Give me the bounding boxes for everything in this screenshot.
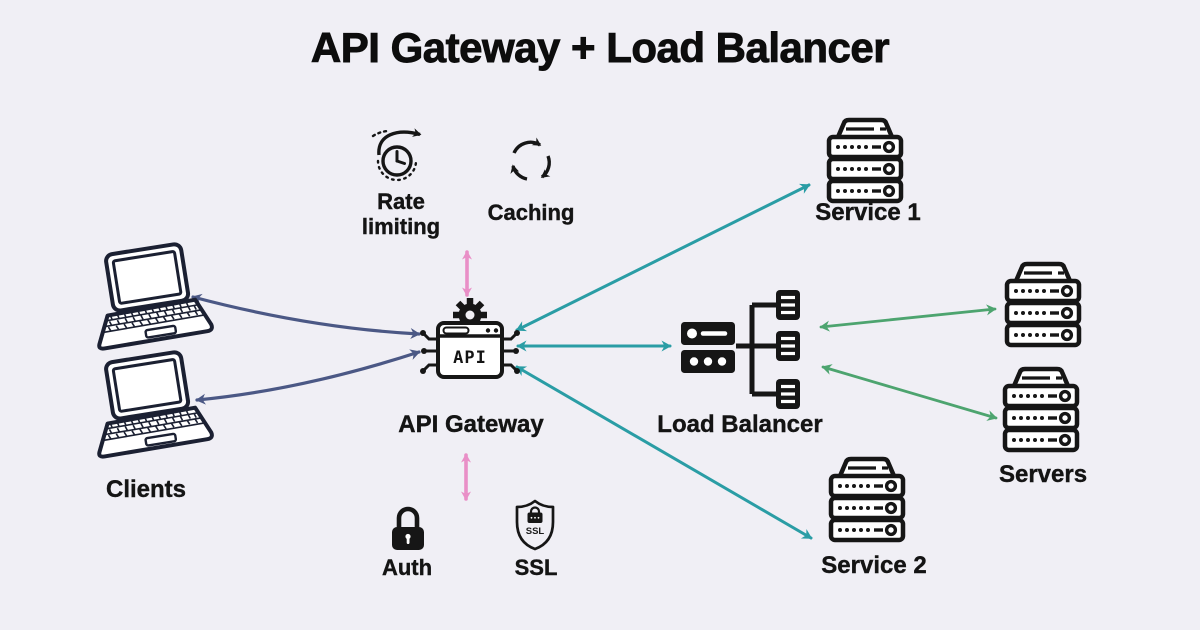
mini-server-icon bbox=[774, 329, 802, 363]
mini-server-icon bbox=[774, 377, 802, 411]
loadbalancer-server-arrows bbox=[819, 304, 998, 421]
gateway-feature-arrows bbox=[461, 250, 472, 501]
service1-label: Service 1 bbox=[815, 199, 921, 226]
diagram-title: API Gateway + Load Balancer bbox=[310, 24, 890, 72]
api-gateway-chip-icon: API bbox=[420, 298, 520, 379]
load-balancer-icon bbox=[681, 322, 735, 373]
arrow-gateway-service2 bbox=[515, 365, 813, 540]
api-chip-text: API bbox=[453, 348, 487, 368]
service2-label: Service 2 bbox=[821, 552, 927, 579]
gear-icon bbox=[453, 298, 487, 332]
laptop-icon bbox=[83, 238, 215, 352]
load-balancer-label: Load Balancer bbox=[657, 411, 823, 438]
ssl-badge-text: SSL bbox=[526, 526, 545, 537]
arrow-lb-servers-top bbox=[819, 304, 997, 332]
ssl-shield-icon: SSL bbox=[515, 499, 555, 551]
ssl-label: SSL bbox=[514, 555, 558, 580]
load-balancer-fanout-bracket bbox=[736, 302, 776, 397]
mini-server-icon bbox=[774, 288, 802, 322]
api-gateway-label: API Gateway bbox=[398, 411, 544, 438]
arrow-client1-gateway bbox=[191, 293, 421, 340]
sync-arrows-icon bbox=[510, 137, 551, 181]
padlock-icon bbox=[392, 506, 424, 550]
clients-label: Clients bbox=[105, 476, 187, 503]
rate-limiting-label: Rate limiting bbox=[361, 189, 441, 239]
servers-label: Servers bbox=[998, 461, 1088, 488]
auth-label: Auth bbox=[381, 555, 433, 580]
arrow-lb-servers-bottom bbox=[821, 364, 998, 421]
arrow-gateway-service1 bbox=[515, 183, 811, 332]
server-stack-icon bbox=[829, 120, 901, 201]
server-stack-icon bbox=[1007, 264, 1079, 345]
server-stack-icon bbox=[831, 459, 903, 540]
gateway-service-arrows bbox=[515, 183, 813, 540]
client-gateway-arrows bbox=[191, 293, 421, 405]
server-stack-icon bbox=[1005, 369, 1077, 450]
laptop-icon bbox=[83, 346, 215, 460]
caching-label: Caching bbox=[487, 200, 575, 225]
rate-limit-clock-icon bbox=[371, 128, 422, 182]
arrow-client2-gateway bbox=[195, 349, 421, 405]
